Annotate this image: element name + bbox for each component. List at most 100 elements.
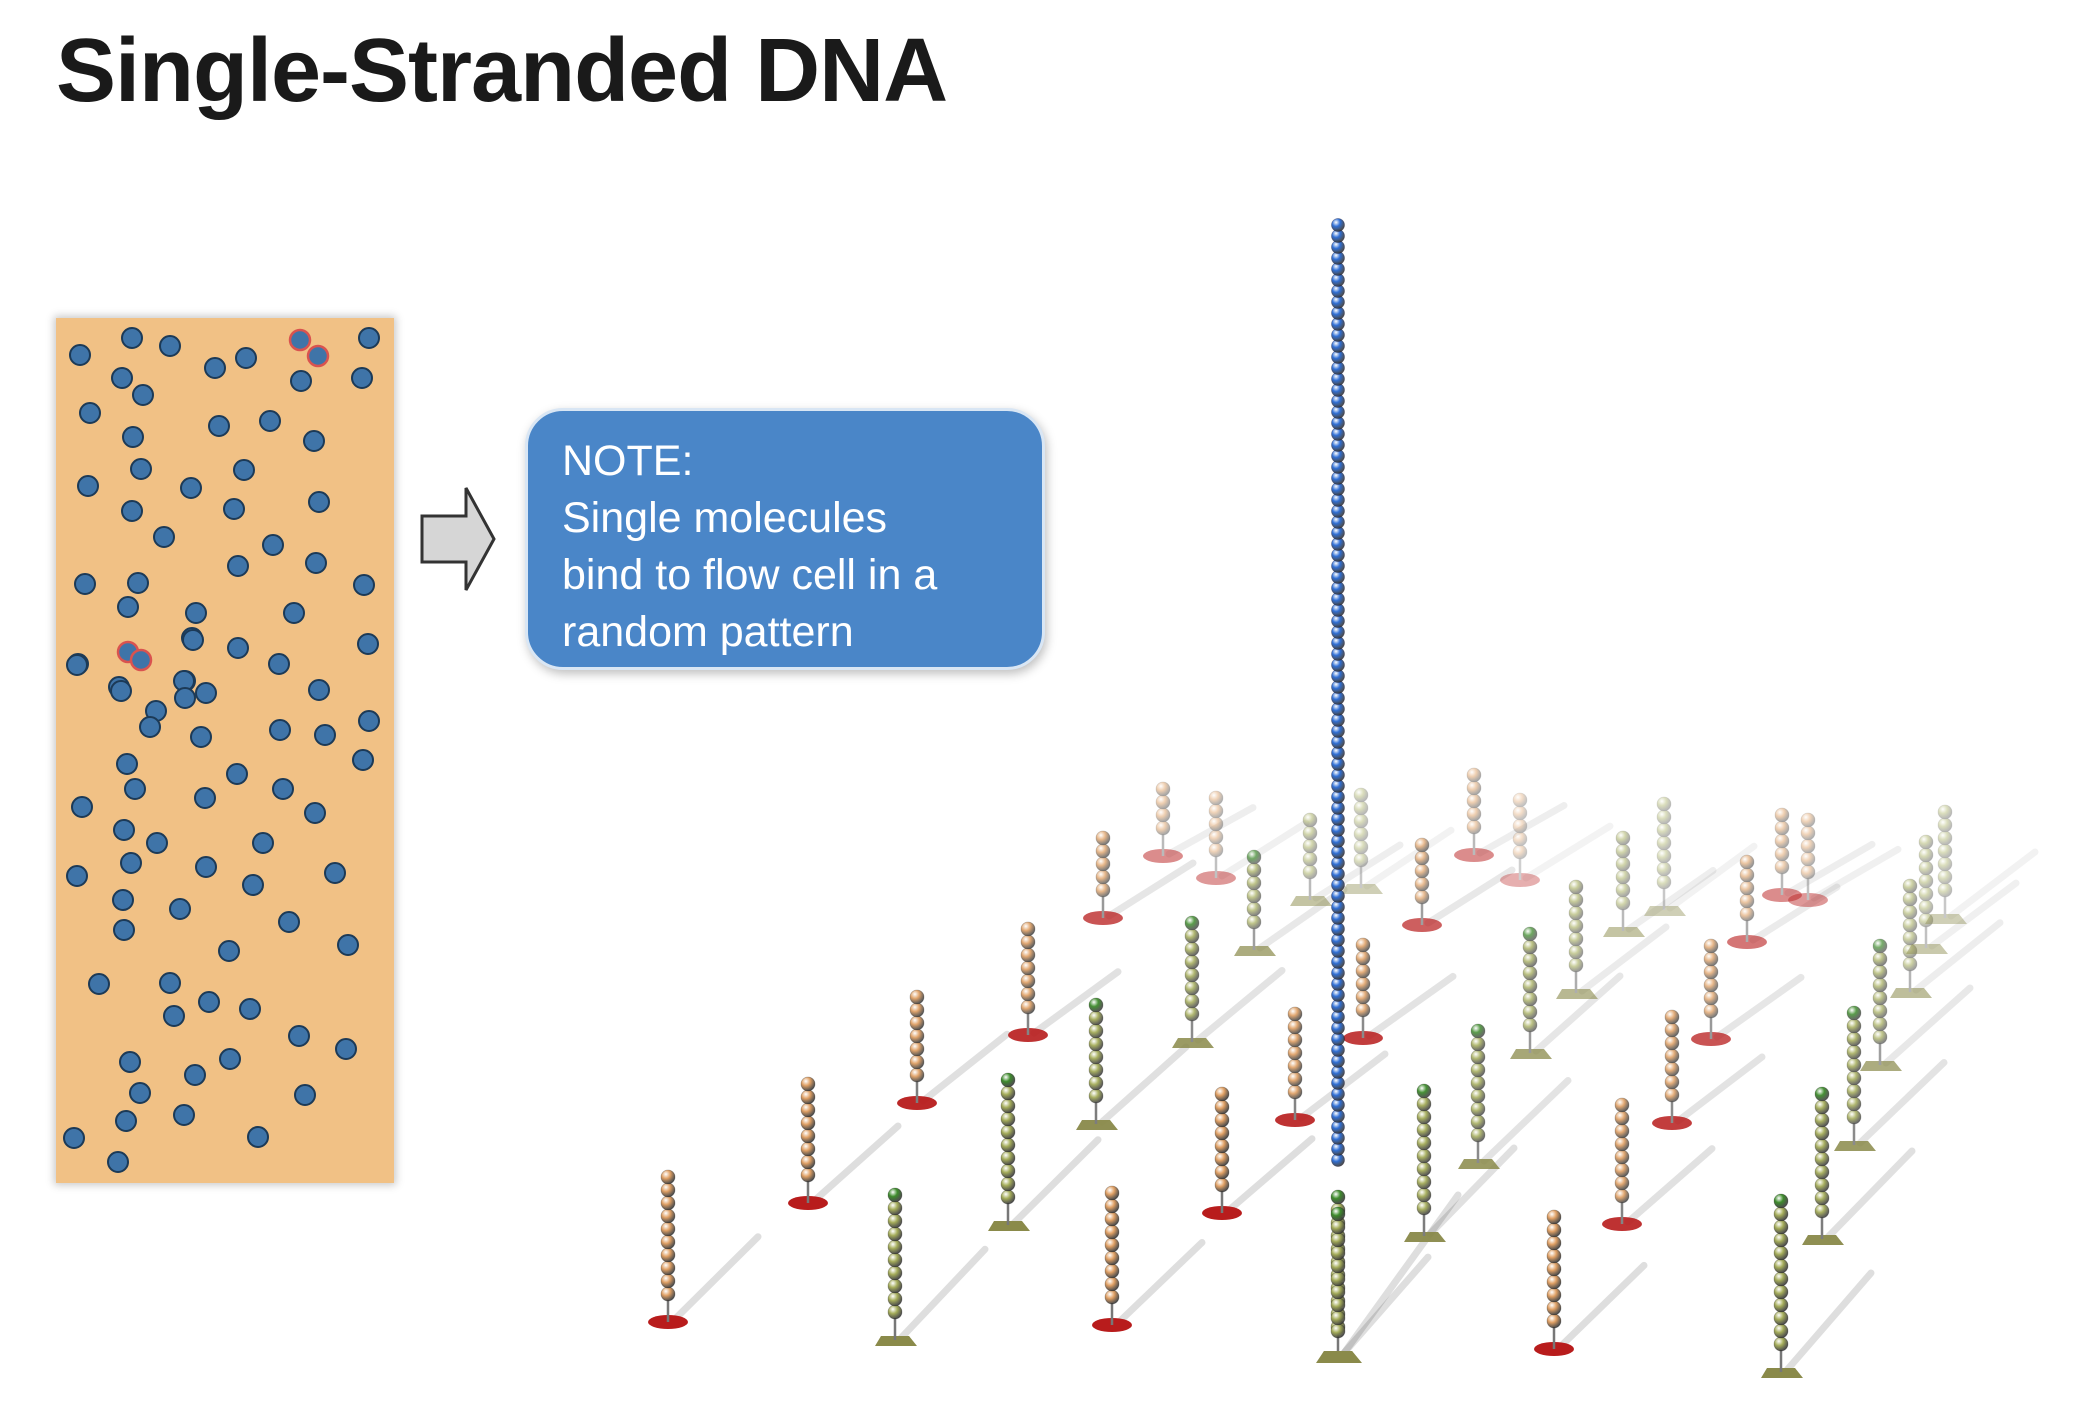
- molecule-dot: [107, 1151, 129, 1173]
- molecule-dot: [69, 344, 91, 366]
- molecule-dot: [304, 802, 326, 824]
- strand-shadow: [1674, 1053, 1766, 1125]
- strand-shadow: [1256, 886, 1348, 952]
- strand-shadow: [1784, 840, 1876, 897]
- strand-shadow: [1010, 1136, 1102, 1227]
- molecule-dot: [272, 778, 294, 800]
- dna-strand: [1761, 1193, 1803, 1378]
- strand-shadow: [1810, 845, 1902, 902]
- strand-shadow: [1098, 1043, 1190, 1126]
- strand-shadow: [1947, 848, 2039, 920]
- dna-strand: [1290, 812, 1332, 906]
- molecule-dot: [115, 1110, 137, 1132]
- strand-shadow: [1749, 883, 1841, 944]
- molecule-dot: [122, 426, 144, 448]
- note-line: random pattern: [562, 608, 854, 656]
- dna-strand: [648, 1169, 688, 1329]
- strand-shadow: [1114, 1239, 1206, 1327]
- note-line: bind to flow cell in a: [562, 551, 938, 599]
- dna-strand: [1196, 790, 1236, 885]
- molecule-dot: [119, 1051, 141, 1073]
- dna-strand: [1691, 938, 1731, 1046]
- strand-shadow: [1365, 972, 1457, 1040]
- molecule-dot: [337, 934, 359, 956]
- molecule-dot: [182, 629, 204, 651]
- molecule-dot: [111, 367, 133, 389]
- dna-strand: [1890, 878, 1932, 998]
- strand-shadow: [919, 1030, 1011, 1105]
- flow-cell: [56, 318, 394, 1183]
- strand-shadow: [810, 1122, 902, 1205]
- dna-strand: [1343, 937, 1383, 1045]
- dna-strand: [1458, 1023, 1500, 1169]
- strand-shadow: [1030, 968, 1122, 1037]
- molecule-dot: [132, 384, 154, 406]
- molecule-dot: [268, 653, 290, 675]
- dna-strand: [1906, 834, 1948, 954]
- highlighted-molecule-dot: [306, 344, 330, 368]
- molecule-dot: [235, 347, 257, 369]
- dna-strand: [1076, 997, 1118, 1130]
- molecule-dot: [335, 1038, 357, 1060]
- molecule-dot: [130, 458, 152, 480]
- strand-shadow: [1882, 984, 1974, 1067]
- strand-shadow: [1480, 1077, 1572, 1165]
- dna-strand: [1762, 807, 1802, 902]
- molecule-dot: [180, 477, 202, 499]
- dna-strand: [875, 1187, 917, 1346]
- dna-strand: [1644, 796, 1686, 916]
- dna-strand: [1454, 767, 1494, 862]
- dna-strand: [897, 989, 937, 1110]
- strand-shadow: [1928, 879, 2020, 950]
- right-arrow-icon: [420, 487, 496, 591]
- molecule-dot: [269, 719, 291, 741]
- highlighted-molecule-dot: [288, 328, 312, 352]
- molecule-dot: [190, 726, 212, 748]
- molecule-dot: [66, 654, 88, 676]
- molecule-dot: [226, 763, 248, 785]
- dna-strand: [1234, 849, 1276, 956]
- molecule-dot: [63, 1127, 85, 1149]
- molecule-dot: [252, 832, 274, 854]
- molecule-dot: [358, 327, 380, 349]
- molecule-dot: [163, 1005, 185, 1027]
- dna-strand: [1802, 1086, 1844, 1245]
- molecule-dot: [288, 1025, 310, 1047]
- molecule-dot: [71, 796, 93, 818]
- molecule-dot: [208, 415, 230, 437]
- molecule-dot: [195, 856, 217, 878]
- molecule-dot: [77, 475, 99, 497]
- strand-shadow: [897, 1245, 989, 1342]
- dna-strand: [1404, 1083, 1446, 1242]
- strand-shadow: [1312, 841, 1404, 902]
- molecule-dot: [239, 998, 261, 1020]
- dna-strand: [1275, 1006, 1315, 1127]
- molecule-dot: [262, 534, 284, 556]
- strand-shadow: [1856, 1059, 1948, 1147]
- strand-shadow: [1824, 1147, 1916, 1241]
- molecule-dot: [227, 637, 249, 659]
- molecule-dot: [110, 680, 132, 702]
- molecule-dot: [88, 973, 110, 995]
- dna-strand: [1727, 854, 1767, 949]
- molecule-dot: [174, 687, 196, 709]
- molecule-dot: [112, 889, 134, 911]
- strand-shadow: [670, 1233, 762, 1324]
- dna-strand: [1652, 1009, 1692, 1130]
- molecule-dot: [247, 1126, 269, 1148]
- molecule-dot: [185, 602, 207, 624]
- strand-shadow: [1912, 919, 2004, 994]
- molecule-dot: [242, 874, 264, 896]
- molecule-dot: [124, 778, 146, 800]
- molecule-dot: [219, 1048, 241, 1070]
- molecule-dot: [358, 710, 380, 732]
- molecule-dot: [129, 1082, 151, 1104]
- molecule-dot: [218, 940, 240, 962]
- molecule-dot: [198, 991, 220, 1013]
- dna-strand: [788, 1076, 828, 1210]
- dna-strand: [1788, 812, 1828, 907]
- strand-shadow: [1578, 923, 1670, 995]
- molecule-dot: [184, 1064, 206, 1086]
- dna-strand: [1556, 879, 1598, 999]
